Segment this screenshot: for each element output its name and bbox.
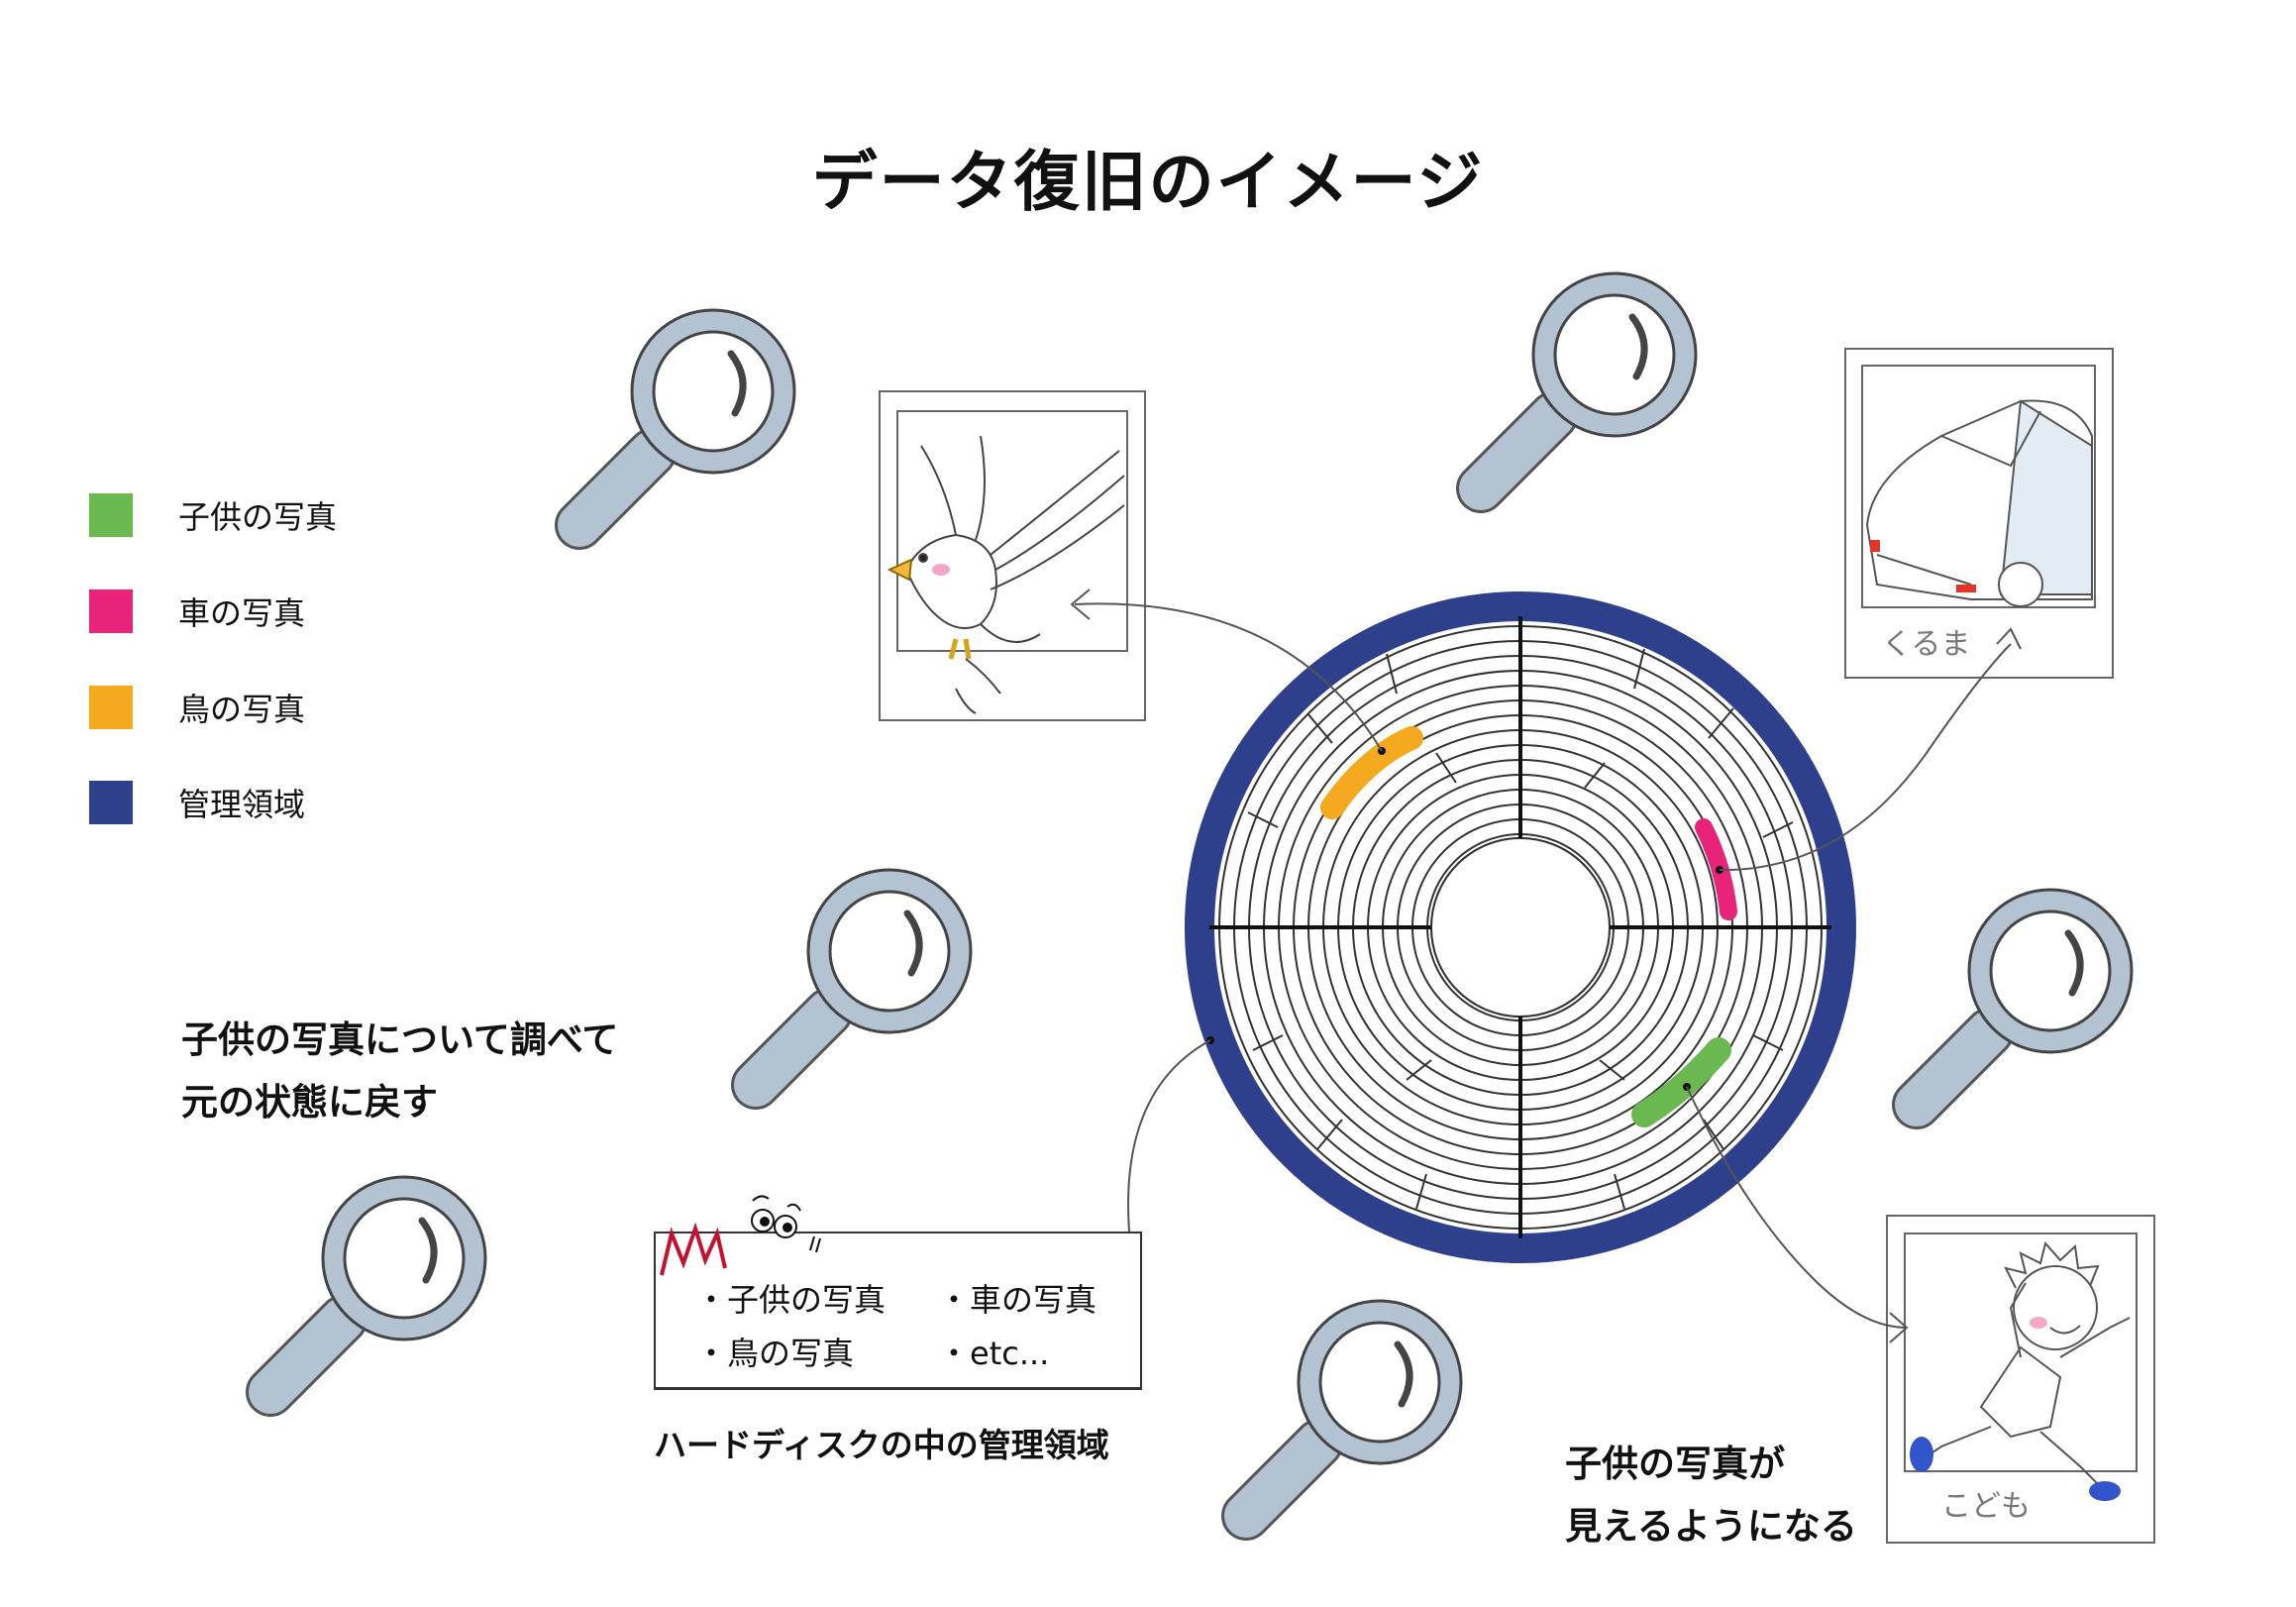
management-area-caption: ハードディスクの中の管理領域 xyxy=(654,1426,1109,1464)
legend-label: 子供の写真 xyxy=(178,498,338,536)
page-title: データ復旧のイメージ xyxy=(811,144,1485,220)
bird-data-sector xyxy=(1320,726,1423,819)
connector-arrows xyxy=(1070,589,2022,1343)
instruction-line-2: 元の状態に戻す xyxy=(181,1081,438,1124)
instruction-line-1: 子供の写真について調べて xyxy=(181,1018,619,1061)
legend-item-car: 車の写真 xyxy=(89,589,305,633)
bird-drawing xyxy=(887,435,1125,714)
arrow-to-bird-photo xyxy=(1074,602,1383,752)
legend-item-bird: 鳥の写真 xyxy=(89,686,305,729)
magnifier-icon xyxy=(1246,1301,1461,1516)
management-area-box: ・子供の写真 ・車の写真 ・鳥の写真 ・etc... xyxy=(654,1232,1142,1390)
legend-label: 管理領域 xyxy=(178,786,306,823)
magnifier-icon xyxy=(756,870,971,1085)
legend-label: 車の写真 xyxy=(178,594,306,632)
magnifier-icon xyxy=(1917,890,2132,1105)
management-item: ・車の写真 xyxy=(938,1281,1097,1319)
child-handwritten-label: こども xyxy=(1941,1489,2031,1524)
legend-swatch-green xyxy=(89,493,133,537)
magnifier-icon xyxy=(579,310,794,525)
car-handwritten-label: くるま xyxy=(1882,627,1970,662)
arrow-to-management-box xyxy=(1127,1039,1211,1232)
management-item: ・子供の写真 xyxy=(695,1281,887,1319)
legend-swatch-navy xyxy=(89,781,133,824)
arrow-to-car-photo xyxy=(1719,643,2012,872)
car-drawing xyxy=(1865,399,2093,607)
hard-disk-platter xyxy=(1185,591,1856,1263)
legend-swatch-orange xyxy=(89,686,133,729)
child-drawing xyxy=(1910,1240,2131,1501)
magnifier-icon xyxy=(1481,273,1696,488)
instruction-text: 子供の写真について調べて 元の状態に戻す xyxy=(181,1009,618,1133)
bird-photo xyxy=(879,390,1146,721)
management-item: ・etc... xyxy=(938,1335,1050,1372)
magnifier-icon xyxy=(270,1177,485,1392)
child-data-sector xyxy=(1631,1037,1731,1127)
surprised-eyes-icon xyxy=(660,1195,821,1276)
result-line-1: 子供の写真が xyxy=(1565,1443,1785,1485)
arrow-to-child-photo xyxy=(1686,1086,1908,1329)
result-text: 子供の写真が 見えるようになる xyxy=(1565,1433,1857,1557)
legend-swatch-pink xyxy=(89,589,133,633)
result-line-2: 見えるようになる xyxy=(1565,1505,1857,1548)
child-photo: こども xyxy=(1886,1215,2155,1544)
legend-label: 鳥の写真 xyxy=(178,691,306,728)
management-item: ・鳥の写真 xyxy=(695,1335,855,1372)
legend-item-management: 管理領域 xyxy=(89,781,305,824)
car-photo: くるま xyxy=(1844,348,2114,679)
legend-item-child: 子供の写真 xyxy=(89,493,337,537)
